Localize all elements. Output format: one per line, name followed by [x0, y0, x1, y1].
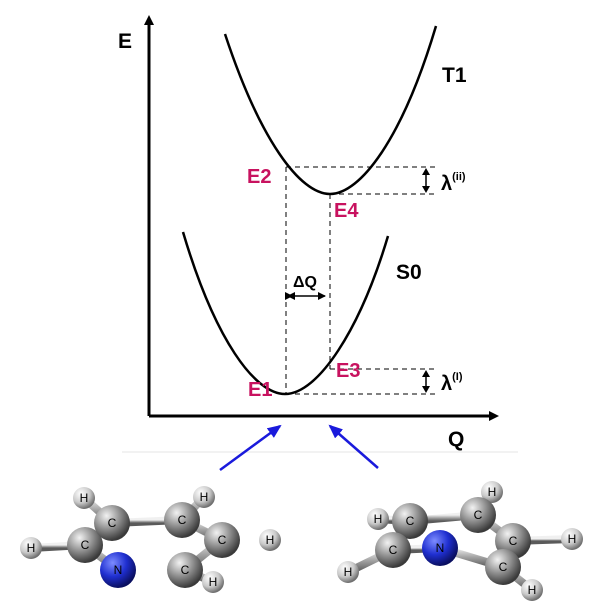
left-c-label: C: [178, 513, 187, 527]
left-hydrogen-atom: [259, 529, 281, 551]
right-h-label: H: [488, 485, 497, 499]
e2-label: E2: [247, 166, 271, 188]
left-c-label: C: [181, 563, 190, 577]
lambda-ii-head-bottom: [422, 186, 430, 193]
right-h-label: H: [344, 565, 353, 579]
left-c-label: C: [108, 516, 117, 530]
y-axis-label: E: [118, 30, 132, 53]
lambda-i-label: λ(I): [441, 371, 463, 395]
left-hydrogen-atom: [202, 571, 224, 593]
left-nitrogen-atom: [100, 552, 136, 588]
delta-q-label: ΔQ: [293, 274, 317, 291]
left-carbon-atom: [167, 552, 203, 588]
t1-label: T1: [442, 64, 467, 87]
right-carbon-atom: [375, 532, 411, 568]
lambda-ii-head-top: [422, 168, 430, 175]
right-c-label: C: [509, 534, 518, 548]
left-c-label: C: [218, 533, 227, 547]
right-hydrogen-atom: [521, 579, 543, 601]
right-c-label: C: [389, 543, 398, 557]
right-pyridine-molecule: H H H H H C C N C C C: [337, 481, 583, 601]
s0-label: S0: [396, 261, 422, 284]
e3-label: E3: [336, 360, 360, 382]
left-h-label: H: [27, 541, 36, 555]
dashed-guides: [285, 166, 438, 395]
right-structure-arrow: [328, 424, 379, 469]
lambda-i-head-top: [422, 370, 430, 377]
left-n-label: N: [114, 563, 123, 577]
right-c-label: C: [406, 514, 415, 528]
left-h-label: H: [80, 491, 89, 505]
right-c-label: C: [474, 508, 483, 522]
left-pyridine-molecule: H H H H H C C C C C N: [20, 486, 281, 593]
right-h-label: H: [568, 532, 577, 546]
right-hydrogen-atom: [337, 561, 359, 583]
e4-label: E4: [334, 200, 359, 222]
left-h-label: H: [200, 490, 209, 504]
right-carbon-atom: [392, 503, 428, 539]
right-c-label: C: [499, 560, 508, 574]
left-h-label: H: [266, 533, 275, 547]
left-hydrogen-atom: [20, 537, 42, 559]
left-structure-arrow: [219, 424, 282, 472]
right-carbon-atom: [460, 497, 496, 533]
left-h-label: H: [209, 575, 218, 589]
left-c-label: C: [81, 538, 90, 552]
left-carbon-atom: [94, 505, 130, 541]
x-axis-label: Q: [448, 428, 464, 451]
lambda-ii-superscript: (ii): [452, 171, 466, 183]
lambda-ii-symbol: λ: [441, 173, 452, 195]
s0-curve: [181, 231, 390, 396]
right-hydrogen-atom: [367, 508, 389, 530]
lambda-i-symbol: λ: [441, 373, 452, 395]
left-carbon-atom: [67, 527, 103, 563]
lambda-ii-label: λ(ii): [441, 171, 466, 195]
lambda-i-superscript: (I): [452, 371, 463, 383]
right-hydrogen-atom: [561, 528, 583, 550]
lambda-i-head-bottom: [422, 386, 430, 393]
right-nitrogen-atom: [422, 530, 458, 566]
right-hydrogen-atom: [481, 481, 503, 503]
left-carbon-atom: [164, 502, 200, 538]
right-h-label: H: [528, 583, 537, 597]
delta-q-arrow-left-head: [287, 292, 295, 300]
left-hydrogen-atom: [73, 487, 95, 509]
right-n-label: N: [436, 541, 445, 555]
left-hydrogen-atom: [193, 486, 215, 508]
right-h-label: H: [374, 512, 383, 526]
e1-label: E1: [248, 379, 272, 401]
left-carbon-atom: [204, 522, 240, 558]
right-carbon-atom: [485, 549, 521, 585]
